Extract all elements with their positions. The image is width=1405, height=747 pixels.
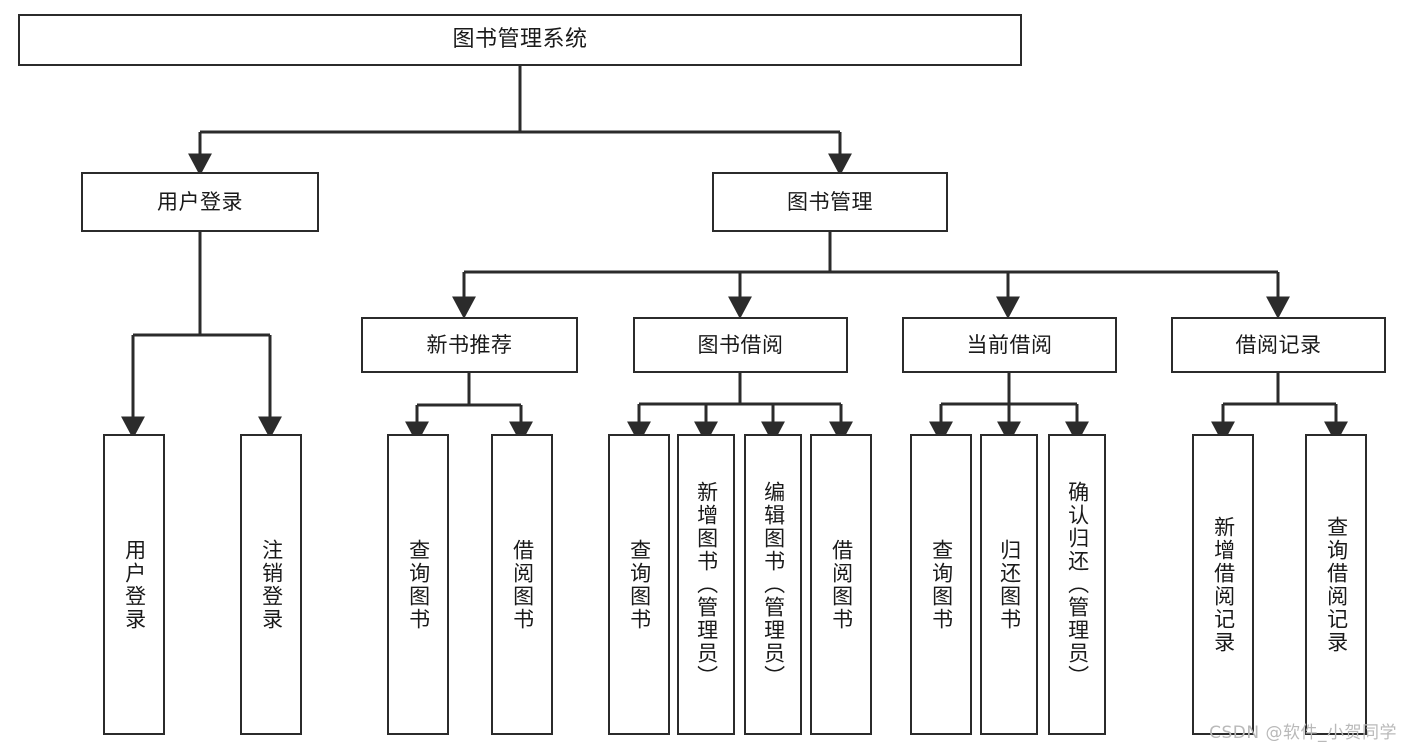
node-root-label: 图书管理系统 — [452, 27, 588, 53]
node-current-borrow-label: 当前借阅 — [966, 332, 1053, 357]
leaf-confirm-return-admin[interactable]: 确认归还（管理员） — [1048, 434, 1106, 735]
node-current-borrow[interactable]: 当前借阅 — [902, 317, 1117, 373]
leaf-query-book-current[interactable]: 查询图书 — [910, 434, 972, 735]
node-root-book-management-system[interactable]: 图书管理系统 — [18, 14, 1022, 66]
node-book-manage-label: 图书管理 — [787, 189, 873, 214]
leaf-logout-login-label: 注销登录 — [259, 538, 284, 631]
node-new-book-recommend-label: 新书推荐 — [426, 332, 513, 357]
leaf-user-login-label: 用户登录 — [122, 538, 147, 631]
node-book-borrow-label: 图书借阅 — [697, 332, 784, 357]
leaf-add-borrow-record[interactable]: 新增借阅记录 — [1192, 434, 1254, 735]
node-book-manage[interactable]: 图书管理 — [712, 172, 948, 232]
leaf-query-book-new-rec-label: 查询图书 — [406, 538, 431, 631]
leaf-query-book-borrow[interactable]: 查询图书 — [608, 434, 670, 735]
leaf-query-book-new-rec[interactable]: 查询图书 — [387, 434, 449, 735]
leaf-borrow-book-new-rec[interactable]: 借阅图书 — [491, 434, 553, 735]
leaf-query-borrow-record[interactable]: 查询借阅记录 — [1305, 434, 1367, 735]
leaf-add-book-admin[interactable]: 新增图书（管理员） — [677, 434, 735, 735]
leaf-user-login[interactable]: 用户登录 — [103, 434, 165, 735]
leaf-return-book-label: 归还图书 — [997, 538, 1022, 631]
leaf-edit-book-admin[interactable]: 编辑图书（管理员） — [744, 434, 802, 735]
leaf-query-book-borrow-label: 查询图书 — [627, 538, 652, 631]
node-user-login-label: 用户登录 — [157, 189, 243, 214]
leaf-borrow-book-new-rec-label: 借阅图书 — [510, 538, 535, 631]
node-user-login[interactable]: 用户登录 — [81, 172, 319, 232]
leaf-return-book[interactable]: 归还图书 — [980, 434, 1038, 735]
node-book-borrow[interactable]: 图书借阅 — [633, 317, 848, 373]
leaf-edit-book-admin-label: 编辑图书（管理员） — [761, 481, 786, 688]
leaf-borrow-book-borrow[interactable]: 借阅图书 — [810, 434, 872, 735]
node-borrow-record[interactable]: 借阅记录 — [1171, 317, 1386, 373]
leaf-borrow-book-borrow-label: 借阅图书 — [829, 538, 854, 631]
leaf-query-borrow-record-label: 查询借阅记录 — [1324, 515, 1349, 654]
leaf-add-borrow-record-label: 新增借阅记录 — [1211, 515, 1236, 654]
leaf-confirm-return-admin-label: 确认归还（管理员） — [1065, 481, 1090, 688]
node-new-book-recommend[interactable]: 新书推荐 — [361, 317, 578, 373]
leaf-query-book-current-label: 查询图书 — [929, 538, 954, 631]
leaf-logout-login[interactable]: 注销登录 — [240, 434, 302, 735]
leaf-add-book-admin-label: 新增图书（管理员） — [694, 481, 719, 688]
node-borrow-record-label: 借阅记录 — [1235, 332, 1322, 357]
